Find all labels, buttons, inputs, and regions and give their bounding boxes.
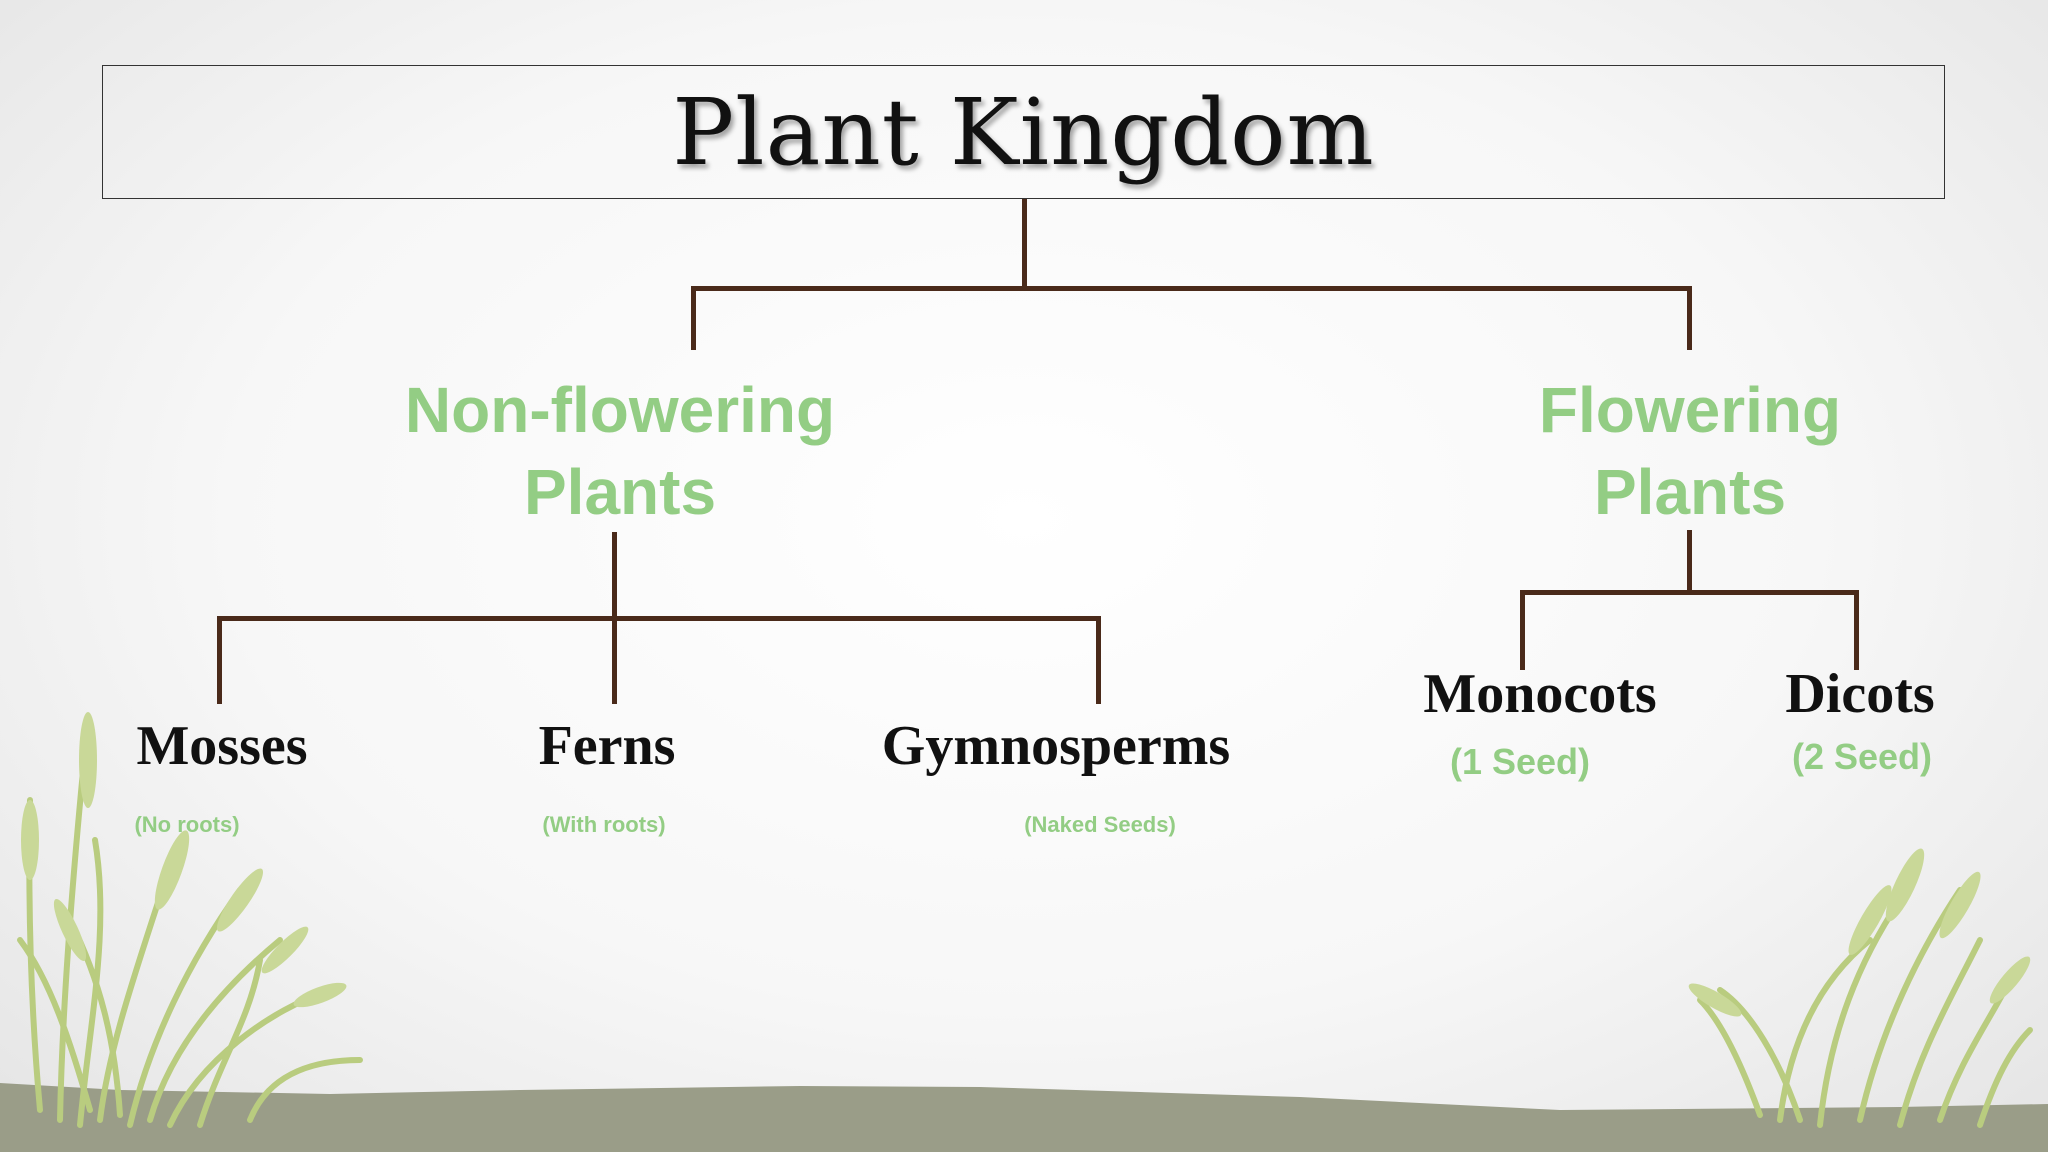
- connector-root-vertical: [1022, 199, 1027, 287]
- grass-right-icon: [1697, 887, 2033, 1128]
- connector-to-dicots: [1854, 590, 1859, 670]
- node-gymnosperms: Gymnosperms: [881, 715, 1231, 777]
- connector-to-monocots: [1520, 590, 1525, 670]
- category-flowering: Flowering Plants: [1440, 369, 1940, 533]
- category-flowering-line1: Flowering: [1538, 374, 1842, 446]
- ground-shape: [0, 1083, 2048, 1152]
- connector-to-nonflowering: [691, 286, 696, 350]
- grass-left-icon: [17, 717, 363, 1128]
- node-ferns: Ferns: [538, 715, 676, 777]
- connector-flowering-vertical: [1687, 530, 1692, 592]
- node-mosses: Mosses: [136, 715, 308, 777]
- node-dicots: Dicots: [1785, 663, 1935, 725]
- connector-flowering-horizontal: [1520, 590, 1859, 595]
- connector-nonflowering-horizontal: [217, 616, 1101, 621]
- node-monocots: Monocots: [1423, 663, 1657, 725]
- connector-root-horizontal: [691, 286, 1692, 291]
- connector-to-mosses: [217, 616, 222, 704]
- page-title: Plant Kingdom: [672, 78, 1375, 186]
- category-non-flowering-line1: Non-flowering: [404, 374, 836, 446]
- connector-nonflowering-vertical: [612, 532, 617, 618]
- category-non-flowering-line2: Plants: [523, 456, 717, 528]
- category-flowering-line2: Plants: [1593, 456, 1787, 528]
- connector-to-ferns: [612, 616, 617, 704]
- note-mosses: (No roots): [134, 812, 240, 837]
- note-monocots: (1 Seed): [1449, 741, 1591, 782]
- connector-to-gymnosperms: [1096, 616, 1101, 704]
- note-gymnosperms: (Naked Seeds): [1024, 812, 1176, 837]
- connector-to-flowering: [1687, 286, 1692, 350]
- category-non-flowering: Non-flowering Plants: [340, 369, 900, 533]
- note-dicots: (2 Seed): [1791, 736, 1933, 777]
- note-ferns: (With roots): [542, 812, 666, 837]
- title-box: Plant Kingdom: [102, 65, 1945, 199]
- grass-right-heads: [1688, 848, 2031, 1017]
